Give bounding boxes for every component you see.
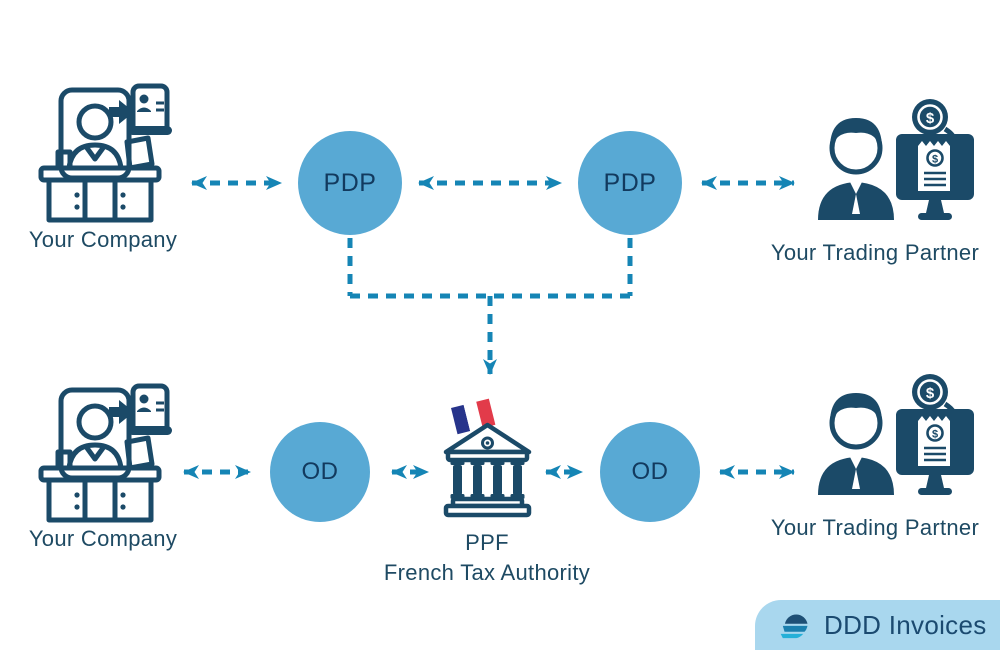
svg-text:$: $ (926, 385, 935, 402)
ddd-invoices-logo-icon (780, 614, 808, 639)
person-silhouette-icon (818, 118, 894, 220)
od-node-left: OD (270, 422, 370, 522)
pdp-to-ppf-elbow-connector (347, 238, 633, 299)
svg-text:$: $ (932, 429, 938, 441)
bank-building-icon (440, 394, 535, 520)
od-node-right: OD (600, 422, 700, 522)
company-label-bottom: Your Company (28, 526, 178, 551)
pdp-node-right: PDP (578, 131, 682, 235)
monitor-receipt-icon: $ (896, 409, 974, 495)
money-coin-icon: $ (912, 99, 963, 160)
monitor-receipt-icon: $ (896, 134, 974, 220)
brand-text: DDD Invoices (824, 609, 987, 640)
invoice-document-icon (109, 83, 172, 135)
partner-label-bottom: Your Trading Partner (770, 515, 980, 540)
partner-label-top: Your Trading Partner (770, 240, 980, 265)
pdp-node-left-label: PDP (323, 168, 377, 197)
od-node-right-label: OD (631, 458, 669, 485)
company-label-top: Your Company (28, 227, 178, 252)
company-desk-icon (25, 78, 175, 228)
trading-partner-icon-top: $ $ (812, 96, 977, 236)
person-silhouette-icon (818, 393, 894, 495)
svg-text:$: $ (926, 110, 935, 127)
od-node-left-label: OD (301, 458, 339, 485)
french-flag-icon (451, 398, 496, 435)
authority-name: PPF (465, 530, 509, 555)
pdp-node-right-label: PDP (603, 168, 657, 197)
pdp-node-left: PDP (298, 131, 402, 235)
svg-text:$: $ (932, 154, 938, 166)
authority-subtitle: French Tax Authority (383, 560, 591, 585)
authority-label: PPF French Tax Authority (377, 528, 597, 588)
trading-partner-icon-bottom: $ $ (812, 371, 977, 511)
company-desk-icon-bottom (25, 378, 175, 528)
brand-badge: DDD Invoices (755, 600, 1000, 650)
invoice-document-icon (109, 383, 172, 435)
